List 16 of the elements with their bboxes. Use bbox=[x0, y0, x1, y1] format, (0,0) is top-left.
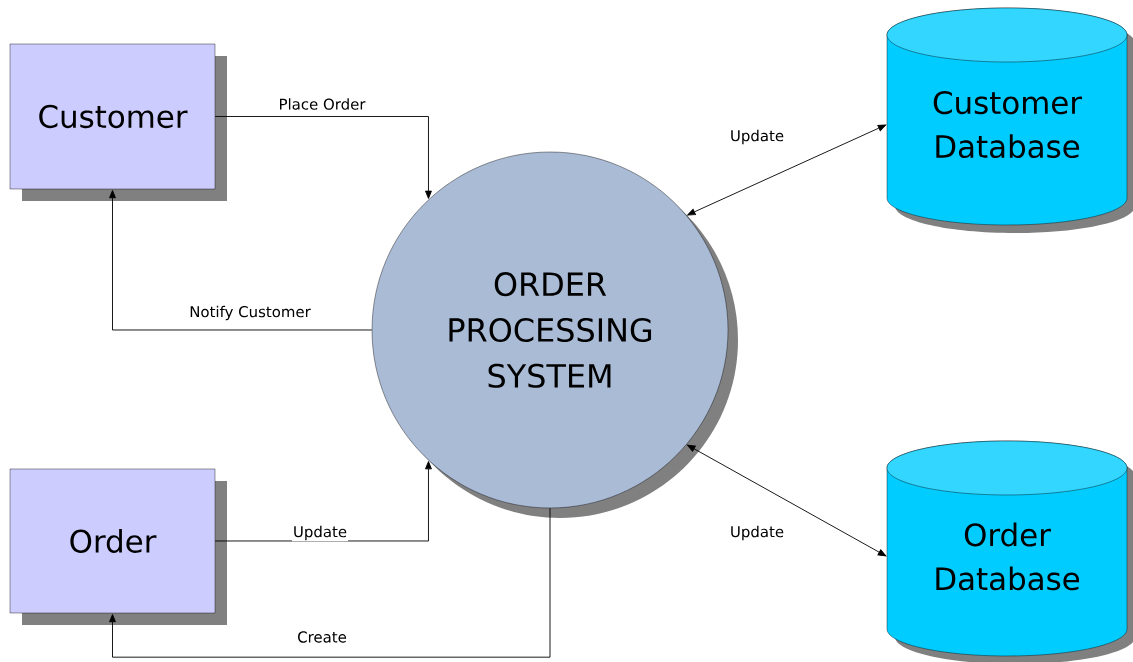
edge-label: Notify Customer bbox=[188, 304, 312, 322]
edge-label: Update bbox=[728, 128, 786, 146]
edge-label: Update bbox=[728, 524, 786, 542]
entity-box: Customer bbox=[9, 43, 227, 201]
arrow bbox=[687, 444, 887, 557]
edge-label: Create bbox=[296, 630, 348, 644]
edge-label: Update bbox=[291, 524, 349, 542]
database-cylinder: Order Database bbox=[886, 440, 1133, 662]
arrow bbox=[214, 116, 432, 199]
database-cylinder: Customer Database bbox=[886, 7, 1133, 233]
edge-label: Place Order bbox=[277, 97, 367, 111]
arrow bbox=[109, 507, 551, 658]
arrow bbox=[687, 124, 887, 216]
entity-box: Order bbox=[9, 468, 227, 625]
arrow bbox=[109, 190, 373, 331]
arrow bbox=[214, 461, 432, 542]
